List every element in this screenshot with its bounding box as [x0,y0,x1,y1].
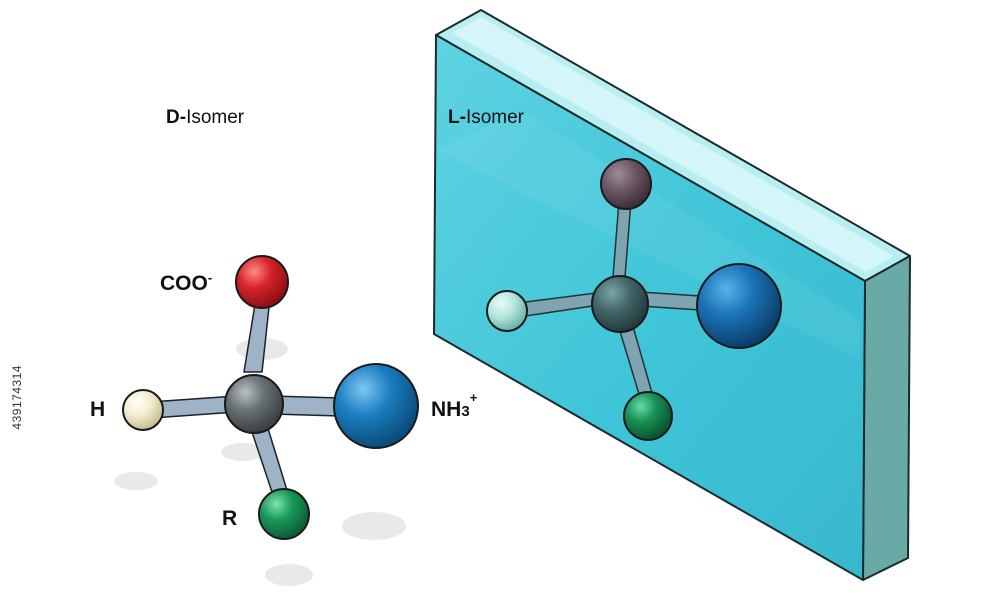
shadow [221,443,265,461]
hydrogen-label: H [90,398,106,421]
amine-subscript: 3 [461,403,470,420]
l-atom-carbon [591,275,649,333]
mirror-face [433,34,866,581]
d-isomer-title-prefix: D- [166,107,187,128]
d-atom-carboxylate [235,255,289,309]
shadow [265,564,313,586]
l-atom-top [600,158,652,210]
stock-id-text: 439174314 [10,365,24,430]
d-isomer-title: D-Isomer [166,107,244,129]
l-atom-amine [696,263,782,349]
l-isomer-molecule [486,158,782,441]
d-atom-r-group [258,488,310,540]
l-isomer-title: L-Isomer [448,107,524,129]
carboxylate-text: COO [160,272,208,295]
l-isomer-title-prefix: L- [448,107,466,128]
d-atom-amine [333,363,419,449]
mirror-side [862,255,911,581]
shadow [114,472,158,490]
d-atom-carbon [224,374,284,434]
amine-charge: + [469,390,478,405]
shadow [342,512,406,540]
carboxylate-charge: - [207,270,213,285]
d-isomer-molecule [122,255,419,540]
d-atom-hydrogen [122,389,164,431]
l-atom-hydrogen [486,290,528,332]
r-group-label: R [222,507,238,530]
l-atom-r-group [623,391,673,441]
amine-text: NH [431,398,462,421]
carboxylate-label: COO- [160,270,212,296]
l-isomer-title-suffix: Isomer [465,107,525,128]
d-isomer-title-suffix: Isomer [186,107,245,128]
amine-label: NH3+ [431,390,477,422]
mirror-top-highlight [452,17,894,272]
bond-d-top [243,297,271,373]
